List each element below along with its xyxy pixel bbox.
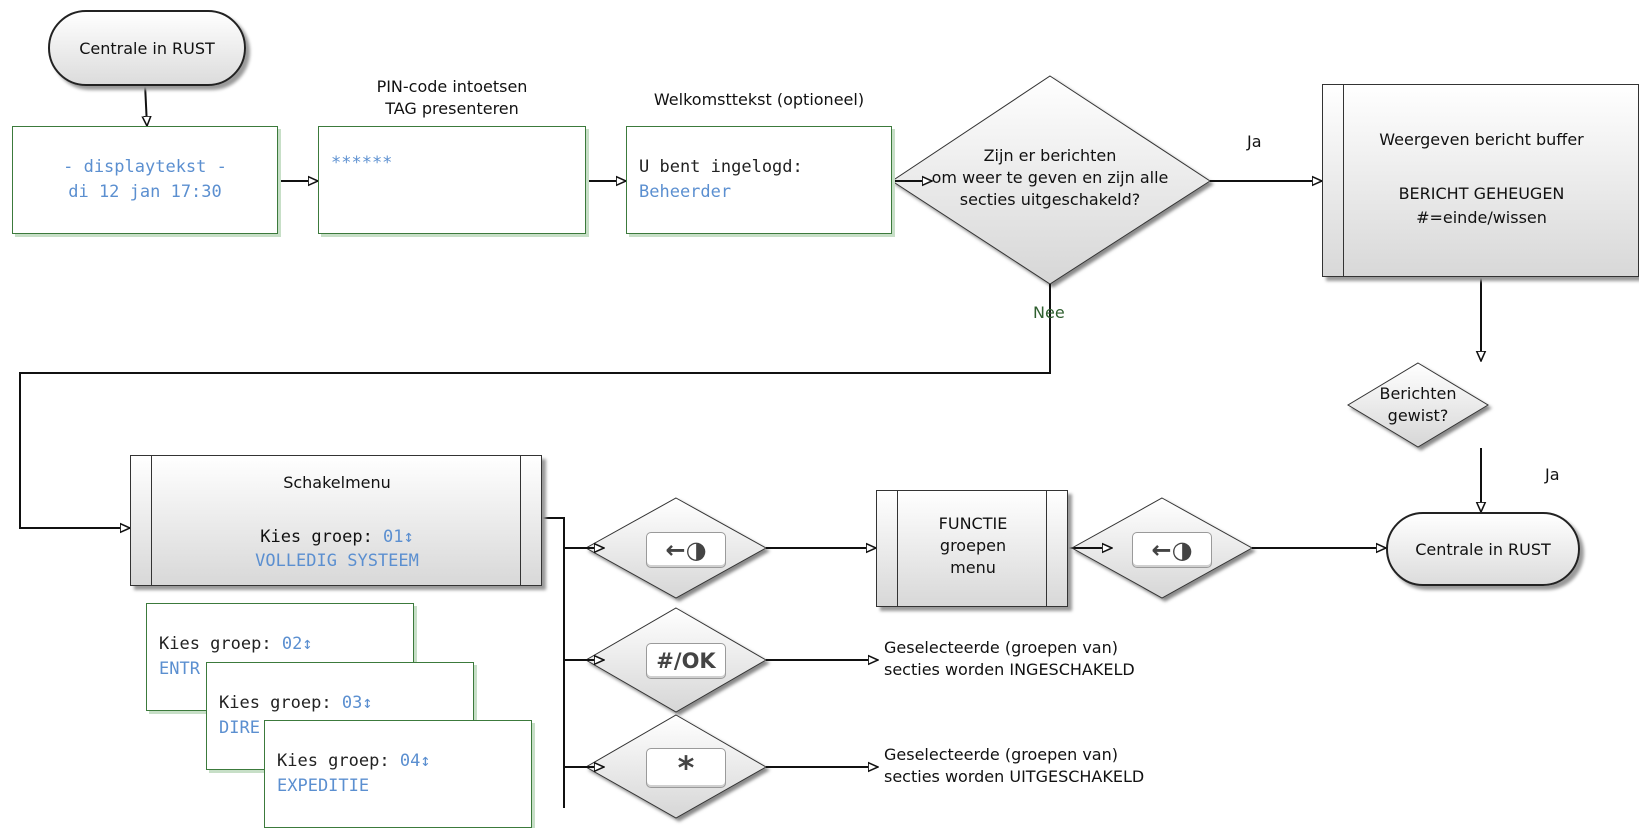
decision-messages-line2: om weer te geven en zijn alle (931, 168, 1169, 187)
decision-messages-no-label: Nee (1033, 303, 1065, 322)
group-screen-03-line1: Kies groep: 03↕ (219, 693, 373, 713)
function-menu-line1: FUNCTIE (938, 514, 1008, 533)
start-terminal: Centrale in RUST (48, 10, 246, 86)
group-screen-02-line1: Kies groep: 02↕ (159, 634, 313, 654)
result-disarmed-line1: Geselecteerde (groepen van) (884, 745, 1118, 764)
welcome-line1: U bent ingelogd: (639, 157, 803, 177)
result-armed-line2: secties worden INGESCHAKELD (884, 660, 1135, 679)
group-screen-04: Kies groep: 04↕ EXPEDITIE (264, 720, 532, 828)
pin-step-label: PIN-code intoetsen TAG presenteren (318, 76, 586, 120)
pin-step-label-line1: PIN-code intoetsen (376, 77, 528, 96)
group-screen-03-line2: DIRE (219, 718, 260, 738)
start-terminal-label: Centrale in RUST (79, 38, 215, 58)
pin-step-label-line2: TAG presenteren (385, 99, 519, 118)
end-terminal: Centrale in RUST (1386, 512, 1580, 586)
decision-messages-line3: secties uitgeschakeld? (959, 190, 1141, 209)
group-screen-04-line2: EXPEDITIE (277, 776, 370, 796)
switch-menu-line1-value: 01↕ (383, 527, 414, 547)
decision-cleared-text: Berichten gewist? (1348, 383, 1488, 427)
pin-entry-screen: ****** (318, 126, 586, 234)
welcome-screen: U bent ingelogd: Beheerder (626, 126, 892, 234)
decision-messages-text: Zijn er berichten om weer te geven en zi… (930, 145, 1170, 211)
switch-menu-line2: VOLLEDIG SYSTEEM (255, 551, 419, 571)
display-idle-screen: - displaytekst - di 12 jan 17:30 (12, 126, 278, 234)
group-screen-04-line1: Kies groep: 04↕ (277, 751, 431, 771)
confirm-key-button[interactable]: #/OK (646, 643, 726, 679)
function-menu-text: FUNCTIE groepen menu (877, 513, 1069, 579)
decision-messages-line1: Zijn er berichten (983, 146, 1117, 165)
star-key-button[interactable]: * (646, 748, 726, 788)
end-terminal-label: Centrale in RUST (1415, 539, 1551, 559)
pin-masked-value: ****** (331, 153, 393, 173)
message-buffer-process: Weergeven bericht buffer BERICHT GEHEUGE… (1322, 84, 1639, 277)
message-buffer-line2: #=einde/wissen (1416, 208, 1547, 227)
decision-cleared-line1: Berichten (1379, 384, 1457, 403)
result-disarmed-line2: secties worden UITGESCHAKELD (884, 767, 1145, 786)
function-menu-line3: menu (950, 558, 996, 577)
welcome-line2: Beheerder (639, 182, 732, 202)
display-idle-line2: di 12 jan 17:30 (68, 182, 222, 202)
decision-cleared-shape (1347, 362, 1489, 448)
result-disarmed-text: Geselecteerde (groepen van) secties word… (884, 744, 1144, 788)
decision-cleared-yes-label: Ja (1545, 465, 1560, 484)
function-menu-line2: groepen (939, 536, 1007, 555)
switch-menu-process: Schakelmenu Kies groep: 01↕ VOLLEDIG SYS… (130, 455, 542, 586)
switch-menu-line1-prefix: Kies groep: (260, 527, 384, 547)
message-buffer-line1: BERICHT GEHEUGEN (1398, 184, 1565, 203)
result-armed-line1: Geselecteerde (groepen van) (884, 638, 1118, 657)
switch-menu-line1: Kies groep: 01↕ (131, 526, 543, 548)
result-armed-text: Geselecteerde (groepen van) secties word… (884, 637, 1135, 681)
message-buffer-title: Weergeven bericht buffer (1379, 130, 1584, 149)
decision-messages-yes-label: Ja (1247, 132, 1262, 151)
display-idle-line1: - displaytekst - (63, 157, 227, 177)
back-key-button[interactable]: ←◑ (646, 532, 726, 568)
group-screen-02-line2: ENTR (159, 659, 200, 679)
decision-cleared-line2: gewist? (1387, 406, 1449, 425)
switch-menu-title: Schakelmenu (283, 473, 391, 492)
function-menu-process: FUNCTIE groepen menu (876, 490, 1068, 607)
back-key-button-2[interactable]: ←◑ (1132, 532, 1212, 568)
welcome-step-label: Welkomsttekst (optioneel) (653, 90, 865, 109)
